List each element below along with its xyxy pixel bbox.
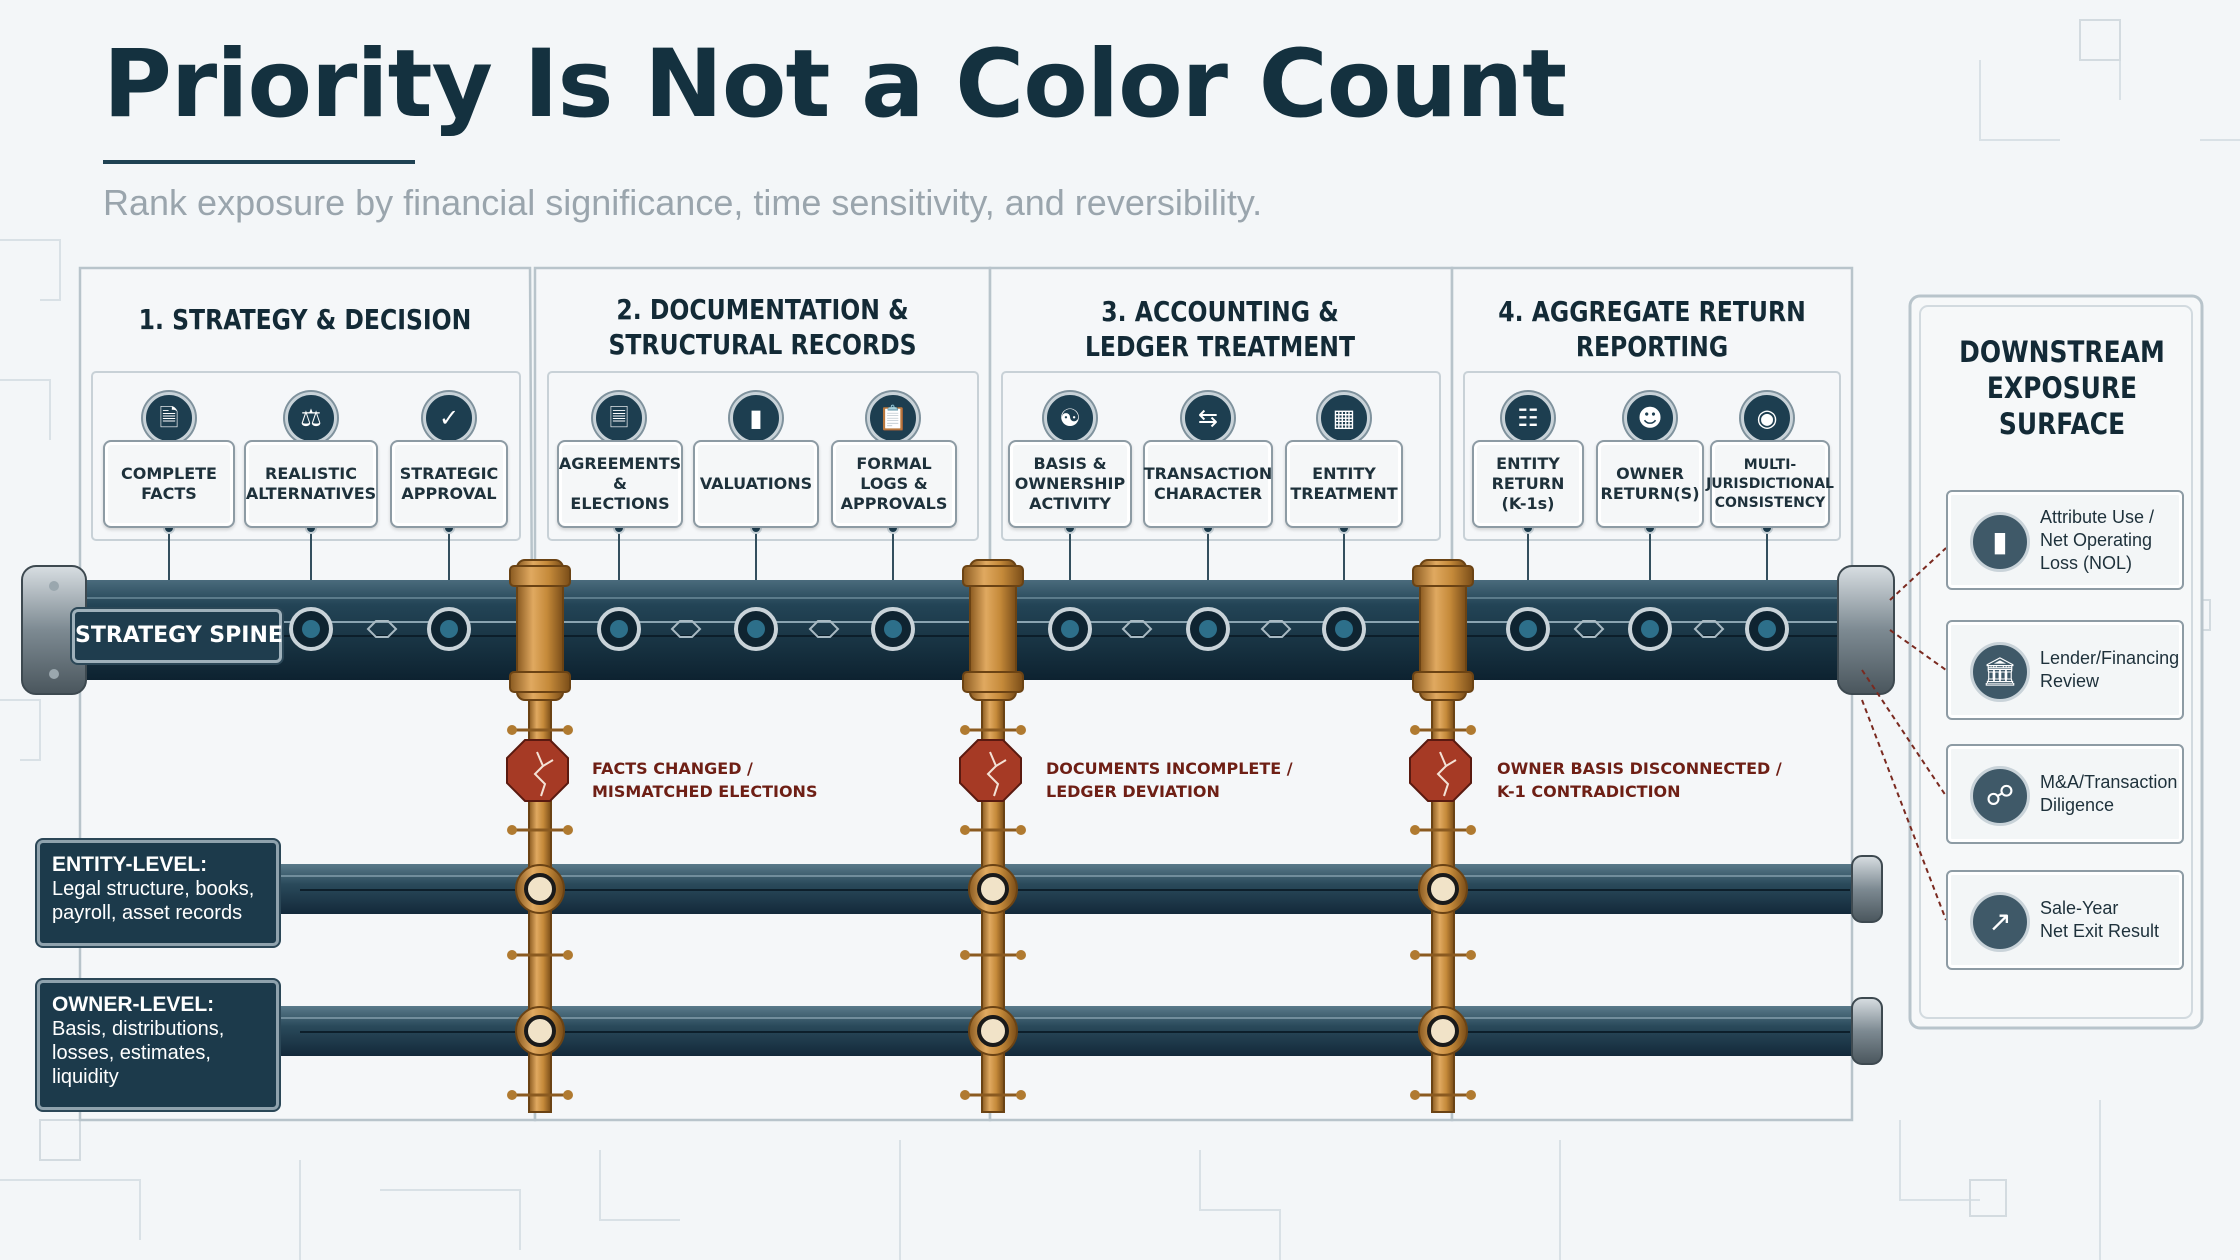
bar-chart-icon: ▮: [1970, 512, 2030, 572]
document-icon: 🗎: [143, 392, 195, 444]
globe-icon: ◉: [1741, 392, 1793, 444]
downstream-title-line-1: DOWNSTREAM: [1959, 335, 2165, 369]
node-valuations: VALUATIONS: [693, 440, 819, 528]
scales-icon: ⚖: [285, 392, 337, 444]
checkmark-icon: ✓: [423, 392, 475, 444]
rupture-3-line-1: OWNER BASIS DISCONNECTED /: [1497, 759, 1782, 778]
owner-level-text: Basis, distributions,losses, estimates,l…: [52, 1018, 225, 1088]
form-icon: ☷: [1502, 392, 1554, 444]
contract-icon: 🗏: [593, 392, 645, 444]
stage-header-4-line-1: 4. AGGREGATE RETURN: [1498, 295, 1806, 328]
stage-header-2-line-1: 2. DOCUMENTATION &: [616, 293, 909, 326]
owner-level-title: OWNER-LEVEL:: [52, 993, 215, 1016]
rupture-2-line-1: DOCUMENTS INCOMPLETE /: [1046, 759, 1293, 778]
growth-chart-icon: ↗: [1970, 892, 2030, 952]
downstream-title-line-2: EXPOSURE: [1986, 371, 2138, 405]
rupture-1-line-2: MISMATCHED ELECTIONS: [592, 782, 818, 801]
clipboard-icon: 📋: [867, 392, 919, 444]
exchange-arrows-icon: ⇆: [1182, 392, 1234, 444]
handshake-icon: ☍: [1970, 766, 2030, 826]
people-icon: ☯: [1044, 392, 1096, 444]
node-label-agreements-elections: AGREEMENTS &ELECTIONS: [558, 454, 682, 513]
stage-header-1: 1. STRATEGY & DECISION: [138, 303, 472, 336]
node-agreements-elections: AGREEMENTS &ELECTIONS: [557, 440, 683, 528]
strategy-spine-label: STRATEGY SPINE: [72, 609, 283, 663]
rupture-2-line-2: LEDGER DEVIATION: [1046, 782, 1220, 801]
node-label-formal-logs-approvals: FORMAL LOGS &APPROVALS: [840, 454, 948, 513]
stage-header-2-line-2: STRUCTURAL RECORDS: [608, 328, 917, 361]
title-underline: [103, 160, 415, 164]
stage-header-2: 2. DOCUMENTATION &STRUCTURAL RECORDS: [580, 292, 945, 362]
stage-header-3: 3. ACCOUNTING &LEDGER TREATMENT: [1035, 294, 1405, 364]
spine-nodes: [289, 607, 1789, 651]
downstream-title-line-3: SURFACE: [1998, 407, 2126, 441]
bar-chart-icon: ▮: [730, 392, 782, 444]
page-subtitle: Rank exposure by financial significance,…: [103, 182, 1263, 223]
stage-header-4-line-2: REPORTING: [1575, 330, 1729, 363]
stage-header-3-line-1: 3. ACCOUNTING &: [1101, 295, 1339, 328]
rupture-1-line-1: FACTS CHANGED /: [592, 759, 753, 778]
rupture-label-1: FACTS CHANGED / MISMATCHED ELECTIONS: [592, 757, 817, 803]
entity-level-text: Legal structure, books,payroll, asset re…: [52, 878, 255, 924]
node-formal-logs-approvals: FORMAL LOGS &APPROVALS: [831, 440, 957, 528]
rupture-3-line-2: K-1 CONTRADICTION: [1497, 782, 1681, 801]
bank-icon: 🏛: [1970, 642, 2030, 702]
entity-level-label: ENTITY-LEVEL: Legal structure, books,pay…: [37, 840, 279, 946]
person-icon: ☻: [1624, 392, 1676, 444]
owner-level-label: OWNER-LEVEL: Basis, distributions,losses…: [37, 980, 279, 1110]
owner-level-rail: [270, 997, 1883, 1065]
building-icon: ▦: [1318, 392, 1370, 444]
entity-level-title: ENTITY-LEVEL:: [52, 853, 208, 876]
page-title: Priority Is Not a Color Count: [103, 30, 1567, 139]
brass-couplings: [507, 558, 1478, 1114]
stage-header-3-line-2: LEDGER TREATMENT: [1084, 330, 1356, 363]
rupture-label-3: OWNER BASIS DISCONNECTED / K-1 CONTRADICT…: [1497, 757, 1782, 803]
rupture-label-2: DOCUMENTS INCOMPLETE / LEDGER DEVIATION: [1046, 757, 1293, 803]
entity-level-rail: [270, 855, 1883, 923]
